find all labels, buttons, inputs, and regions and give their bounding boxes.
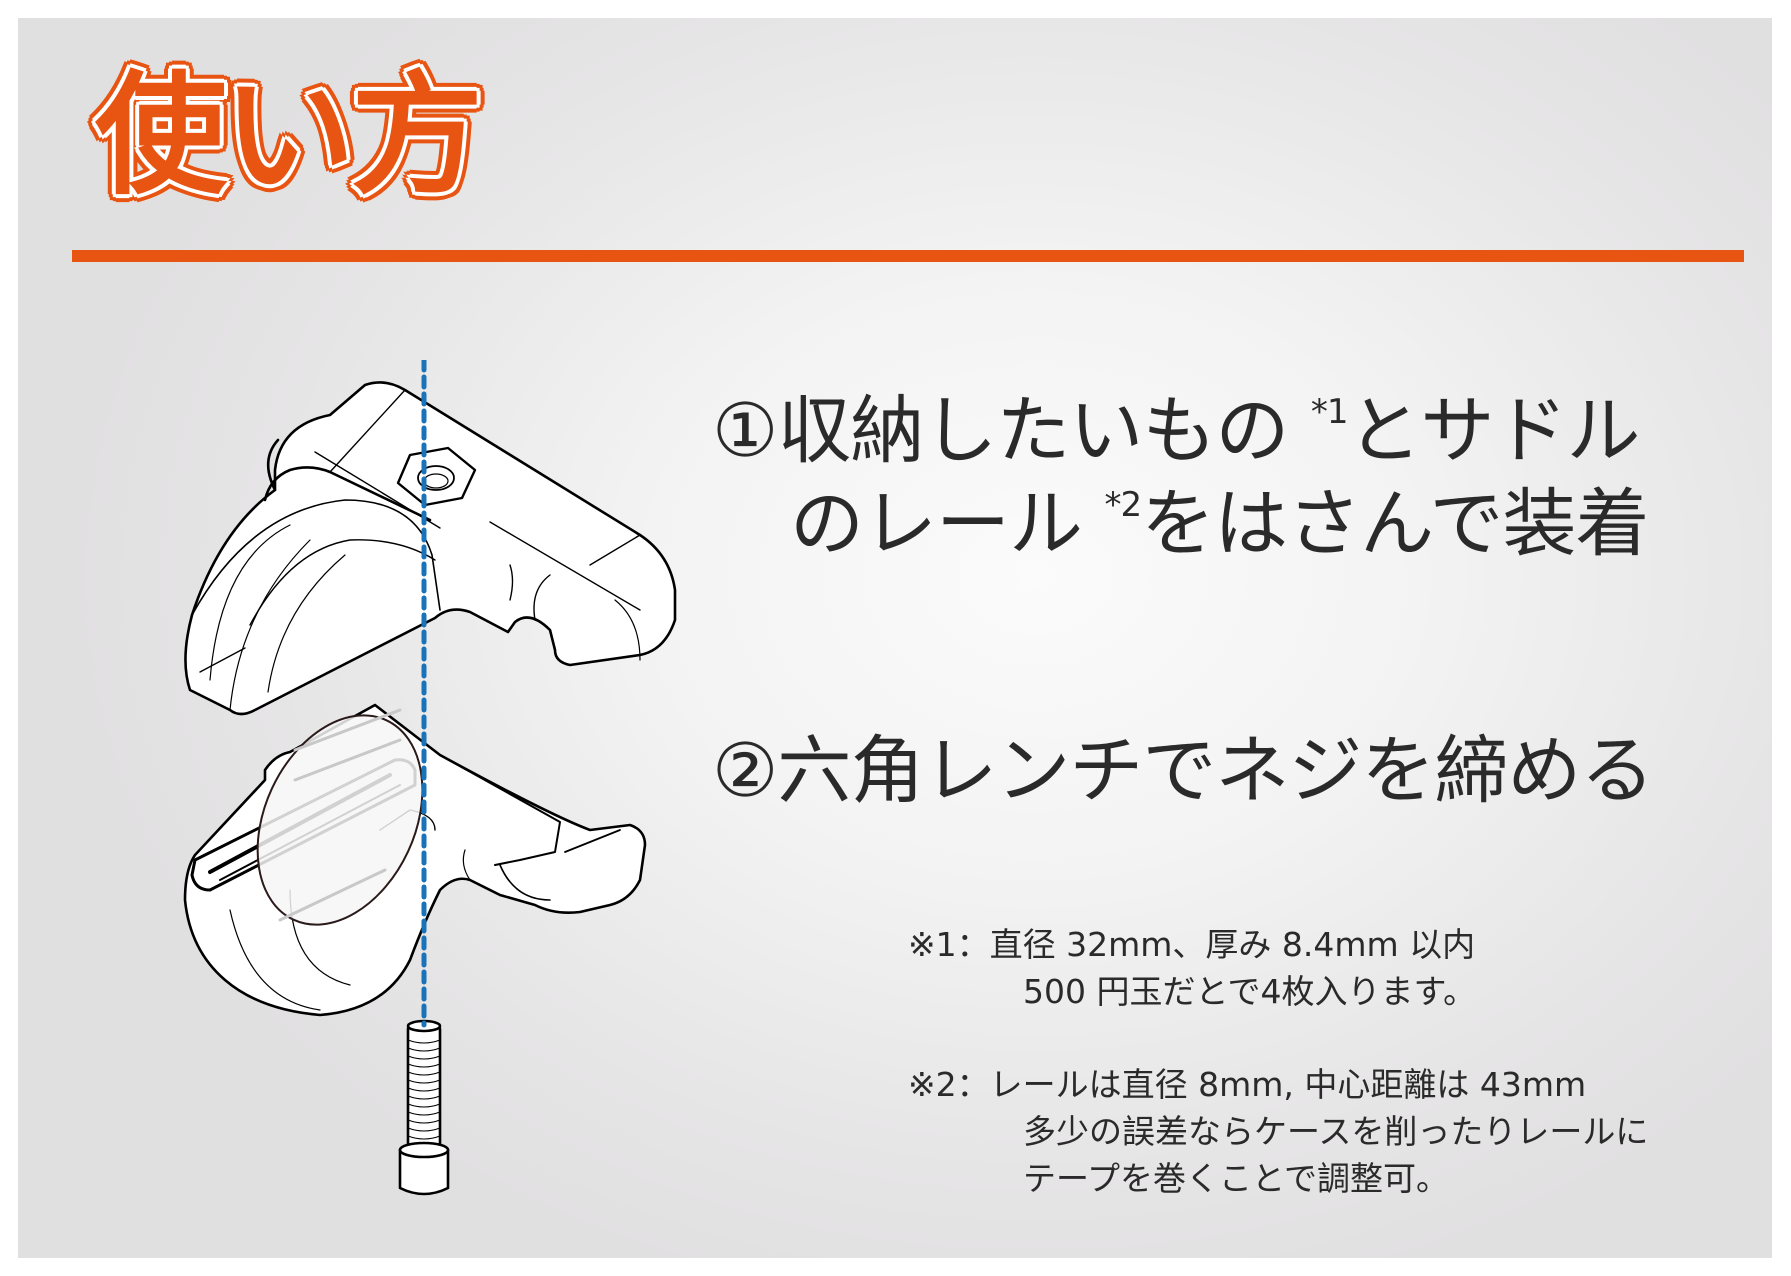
step-2-text: 六角レンチでネジを締める: [777, 728, 1654, 814]
step-1-text-a: 収納したいもの: [777, 388, 1289, 474]
footnote-ref-1: *1: [1310, 392, 1349, 432]
step-1-text-d: をはさんで装着: [1141, 480, 1649, 567]
footnote-1: ※1：直径 32mm、厚み 8.4mm 以内 500 円玉だとで4枚入ります。: [908, 922, 1476, 1016]
step-1-text-c: のレール: [790, 480, 1083, 567]
assembly-illustration: [183, 360, 677, 1196]
footnote-1-label: ※1：: [908, 925, 990, 964]
footnote-2-line-3: テープを巻くことで調整可。: [1023, 1158, 1450, 1198]
footnote-2: ※2：レールは直径 8mm, 中心距離は 43mm 多少の誤差ならケースを削った…: [908, 1062, 1648, 1203]
step-2-number: ②: [712, 728, 778, 814]
footnote-ref-2: *2: [1104, 484, 1143, 525]
footnote-1-line-2: 500 円玉だとで4枚入ります。: [1023, 971, 1477, 1011]
title-divider: [72, 250, 1744, 262]
footnote-2-line-2: 多少の誤差ならケースを削ったりレールに: [1023, 1111, 1649, 1151]
footnote-2-label: ※2：: [908, 1065, 990, 1104]
page-title: 使い方: [95, 59, 483, 213]
cap-screw: [398, 1019, 450, 1196]
step-1: ①収納したいもの *1とサドル のレール *2をはさんで装着: [712, 385, 1649, 570]
footnote-1-line-1: 直径 32mm、厚み 8.4mm 以内: [989, 925, 1476, 964]
step-1-number: ①: [712, 388, 778, 474]
step-2: ②六角レンチでネジを締める: [712, 725, 1654, 818]
footnote-2-line-1: レールは直径 8mm, 中心距離は 43mm: [989, 1065, 1587, 1104]
step-1-text-b: とサドル: [1347, 388, 1641, 474]
